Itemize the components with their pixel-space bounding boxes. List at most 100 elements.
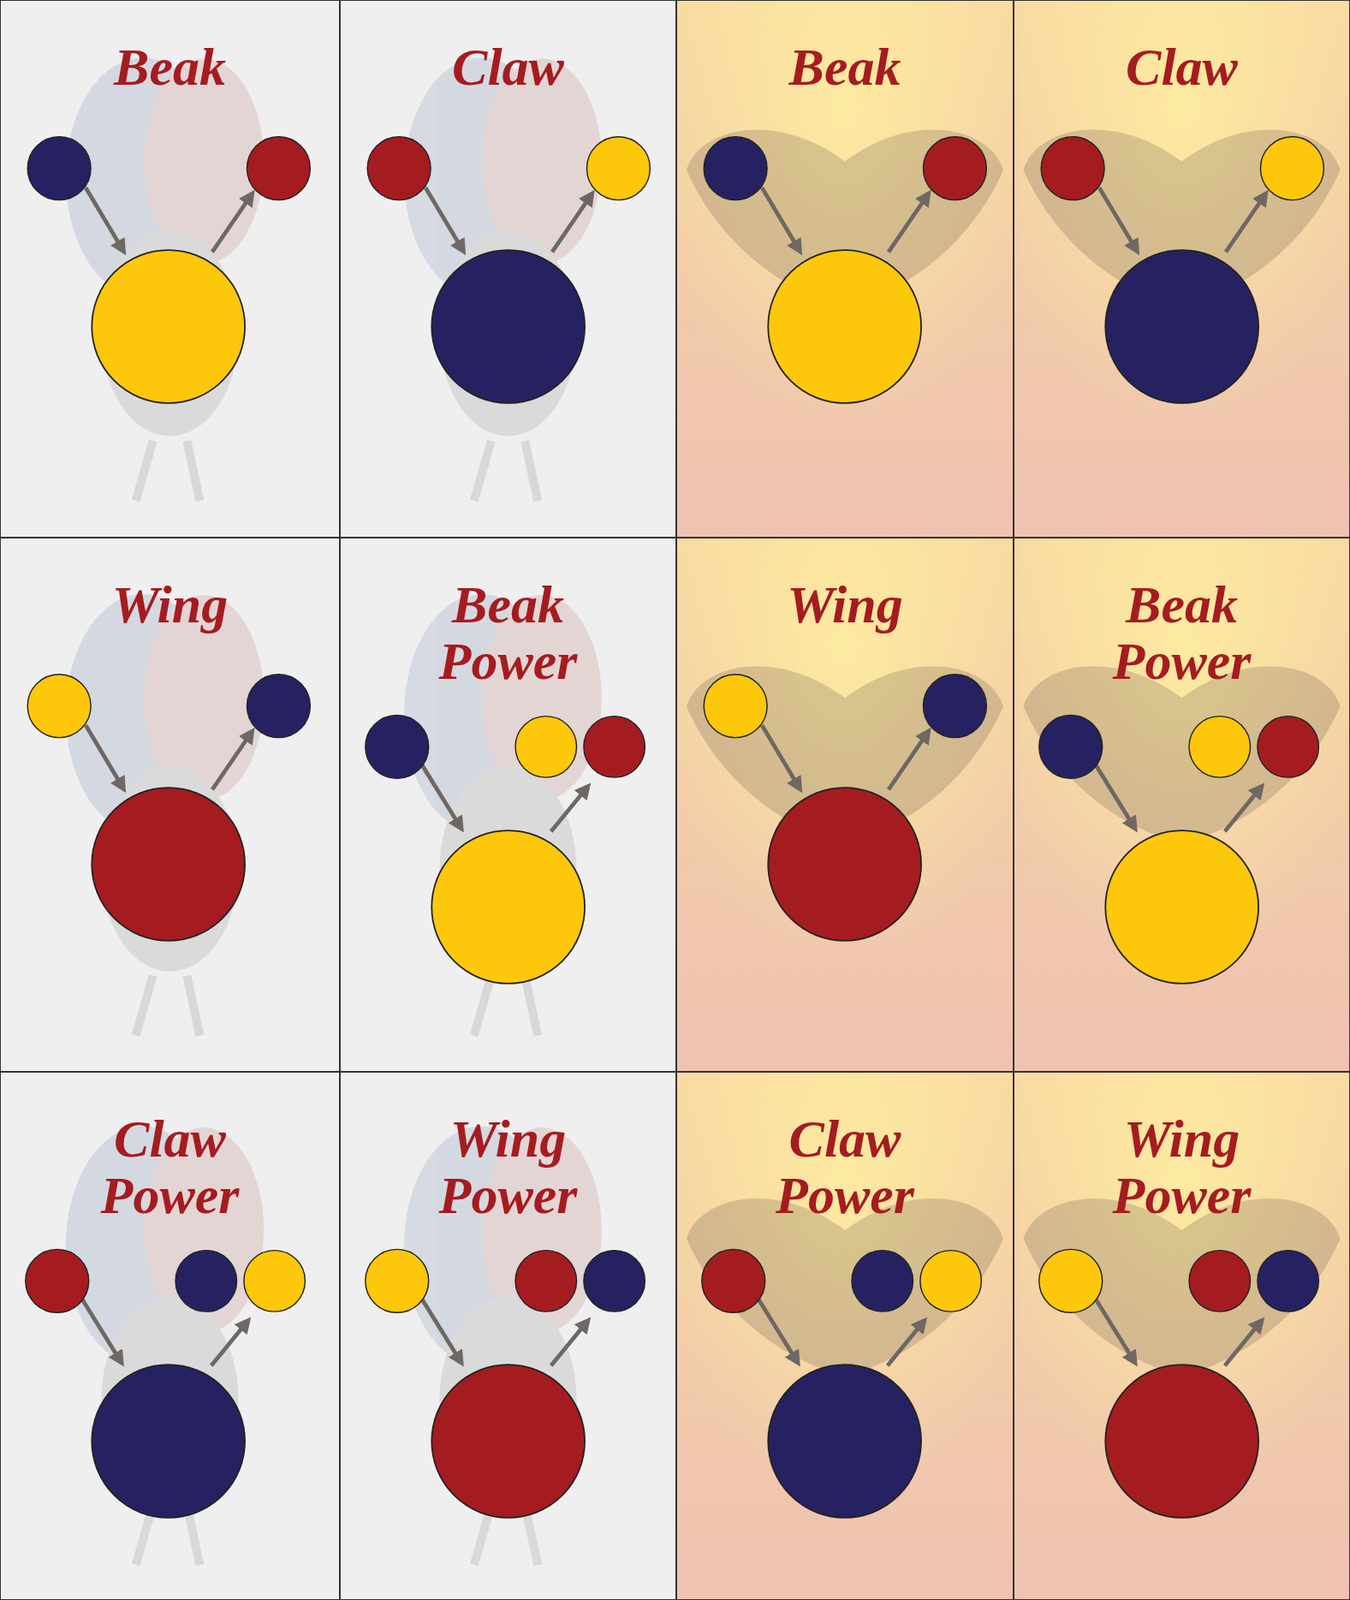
- game-card: Wing Power: [1013, 1071, 1350, 1600]
- card-title: Beak: [737, 38, 952, 96]
- flow-arrow: [421, 764, 461, 829]
- card-ground: [676, 1071, 1014, 1600]
- card-illustration: [339, 0, 677, 538]
- main-token: [1105, 249, 1259, 404]
- output-token: [583, 716, 646, 779]
- card-illustration: [339, 1071, 677, 1600]
- output-token: [243, 1250, 306, 1313]
- wing-picture: [1023, 666, 1341, 844]
- output-token: [586, 136, 650, 201]
- main-token: [91, 1364, 245, 1518]
- token-flow: [27, 136, 310, 404]
- output-token: [175, 1250, 238, 1313]
- token-flow: [27, 674, 310, 941]
- card-title: Wing Power: [401, 1110, 616, 1224]
- card-title: Claw: [401, 38, 616, 96]
- output-token: [246, 136, 310, 201]
- output-token: [1260, 136, 1324, 201]
- rooster-picture: [404, 57, 602, 501]
- output-token: [1257, 716, 1320, 779]
- card-glow: [676, 0, 1014, 538]
- input-token: [1039, 714, 1103, 779]
- card-ground: [339, 0, 677, 538]
- output-token: [246, 674, 310, 738]
- main-token: [431, 830, 585, 984]
- flow-arrow: [85, 725, 124, 789]
- card-title: Beak Power: [401, 576, 616, 690]
- card-illustration: [339, 537, 677, 1072]
- token-flow: [1039, 714, 1320, 983]
- card-glow: [676, 1071, 1014, 1600]
- card-ground: [339, 1071, 677, 1600]
- token-flow: [365, 714, 646, 983]
- card-ground: [1013, 0, 1350, 538]
- main-token: [431, 1364, 585, 1518]
- flow-arrow: [757, 1298, 797, 1363]
- rooster-picture: [65, 594, 264, 1036]
- flow-arrow: [1225, 1320, 1262, 1366]
- flow-arrow: [1094, 1298, 1135, 1363]
- card-ground: [0, 1071, 340, 1600]
- card-illustration: [676, 537, 1014, 1072]
- token-flow: [367, 136, 650, 404]
- output-token: [583, 1250, 646, 1313]
- main-token: [91, 249, 245, 404]
- output-token: [1189, 716, 1251, 779]
- input-token: [1040, 136, 1105, 201]
- game-card: Beak: [676, 0, 1014, 538]
- token-flow: [365, 1248, 646, 1517]
- input-token: [367, 136, 431, 201]
- main-token: [91, 787, 245, 941]
- game-card: Claw: [339, 0, 677, 538]
- main-token: [767, 1364, 922, 1518]
- input-token: [703, 136, 768, 201]
- flow-arrow: [212, 731, 252, 790]
- input-token: [27, 136, 91, 201]
- flow-arrow: [1099, 187, 1137, 251]
- token-flow: [1039, 1248, 1320, 1517]
- rooster-picture: [65, 57, 264, 501]
- card-title: Beak: [63, 38, 278, 96]
- wing-picture: [1023, 1198, 1341, 1376]
- card-illustration: [0, 1071, 340, 1600]
- card-ground: [0, 0, 340, 538]
- card-illustration: [676, 1071, 1014, 1600]
- input-token: [365, 1248, 429, 1313]
- token-flow: [703, 136, 987, 404]
- main-token: [767, 249, 922, 404]
- flow-arrow: [81, 1298, 121, 1363]
- token-flow: [1040, 136, 1324, 404]
- output-token: [1257, 1250, 1320, 1313]
- card-glow: [1013, 0, 1350, 538]
- output-token: [515, 1250, 577, 1313]
- card-title: Wing Power: [1075, 1110, 1290, 1224]
- flow-arrow: [887, 1320, 925, 1366]
- card-ground: [676, 537, 1014, 1072]
- flow-arrow: [85, 187, 124, 251]
- main-token: [431, 249, 585, 404]
- game-card: Wing: [676, 537, 1014, 1072]
- flow-arrow: [761, 187, 800, 251]
- flow-arrow: [551, 1320, 589, 1366]
- main-token: [767, 787, 922, 941]
- flow-arrow: [1225, 193, 1266, 252]
- flow-arrow: [1094, 764, 1135, 829]
- card-ground: [1013, 1071, 1350, 1600]
- token-flow: [703, 674, 987, 941]
- game-card: Beak Power: [1013, 537, 1350, 1072]
- card-ground: [0, 537, 340, 1072]
- main-token: [1105, 1364, 1259, 1518]
- game-card: Wing: [0, 537, 340, 1072]
- game-card: Wing Power: [339, 1071, 677, 1600]
- output-token: [922, 674, 987, 738]
- game-card: Beak Power: [339, 537, 677, 1072]
- card-illustration: [1013, 1071, 1350, 1600]
- token-flow: [701, 1248, 982, 1517]
- flow-arrow: [425, 187, 464, 251]
- card-illustration: [1013, 0, 1350, 538]
- card-glow: [1013, 1071, 1350, 1600]
- output-token: [922, 136, 987, 201]
- card-illustration: [0, 0, 340, 538]
